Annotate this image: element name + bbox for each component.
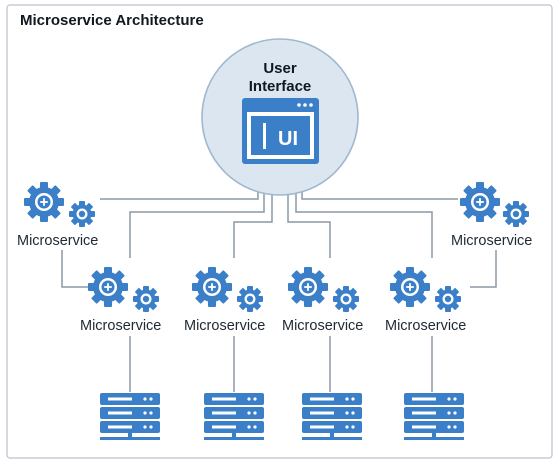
diagram-frame xyxy=(6,4,553,459)
microservice-label-6: Microservice xyxy=(451,233,533,249)
microservice-label-3: Microservice xyxy=(184,318,266,334)
microservice-label-1: Microservice xyxy=(17,233,99,249)
browser-window-icon: UI xyxy=(242,98,319,164)
diagram-title: Microservice Architecture xyxy=(20,12,204,29)
user-interface-label-line1: User xyxy=(263,60,297,77)
connector-ms-1-ms-2 xyxy=(61,250,88,288)
connector-ui-ms-4 xyxy=(287,188,331,258)
server-rack-icon-db-4 xyxy=(404,393,464,440)
connector-ms-6-ms-5 xyxy=(470,250,497,288)
server-rack-icon-db-3 xyxy=(302,393,362,440)
microservice-label-4: Microservice xyxy=(282,318,364,334)
server-rack-icon-db-1 xyxy=(100,393,160,440)
connector-ui-ms-2 xyxy=(129,188,265,258)
user-interface-label-line2: Interface xyxy=(248,78,312,95)
microservice-label-5: Microservice xyxy=(385,318,467,334)
microservice-label-2: Microservice xyxy=(80,318,162,334)
ui-screen-text: UI xyxy=(278,128,298,150)
connector-ui-ms-5 xyxy=(295,188,433,258)
user-interface-node: UI xyxy=(201,38,359,196)
server-rack-icon-db-2 xyxy=(204,393,264,440)
user-interface-label: User Interface xyxy=(225,60,335,96)
connector-ui-ms-3 xyxy=(233,188,273,258)
connector-lines xyxy=(61,188,497,392)
